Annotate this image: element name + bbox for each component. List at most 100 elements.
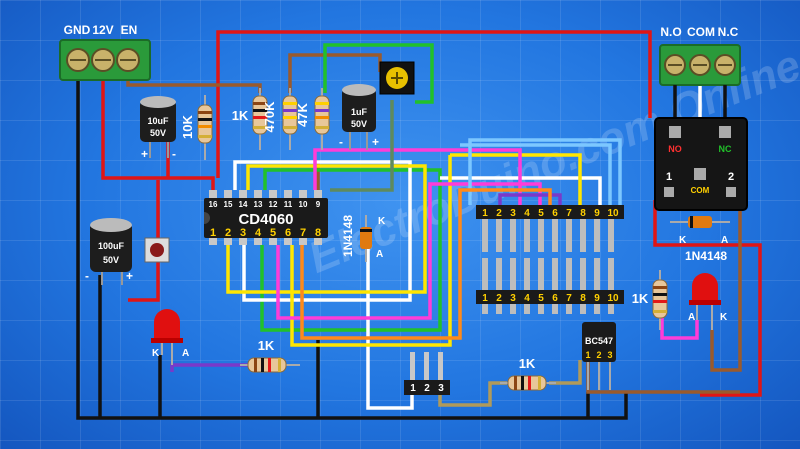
resistor-1k-top: 1K: [232, 88, 268, 150]
h1-pin-9: 9: [594, 208, 600, 219]
h1-pin-5: 5: [538, 208, 544, 219]
header-pin-post: [538, 304, 544, 314]
d2-k: K: [679, 235, 687, 246]
ic-pin-13: 13: [254, 200, 263, 209]
resistor-47k: 47K: [295, 88, 330, 150]
resistor-1k-right: 1K: [632, 270, 668, 330]
ic-pin-16: 16: [209, 200, 218, 209]
ic-pin-5: 5: [270, 227, 276, 239]
header-pin-posts: [482, 219, 614, 314]
d2-a: A: [721, 235, 728, 246]
ic-name: CD4060: [238, 211, 293, 228]
capacitor-10uf: 10uF 50V + -: [140, 96, 176, 161]
push-button: [144, 237, 170, 263]
relay-coil-1: 1: [666, 171, 672, 183]
header-pin-post: [552, 304, 558, 314]
header-pin-post: [524, 304, 530, 314]
12v-label: 12V: [92, 23, 113, 37]
header-pin-post: [580, 219, 586, 252]
resistor-10k: 10K: [180, 95, 213, 160]
header-pin-post: [524, 219, 530, 252]
h1-pin-2: 2: [496, 208, 502, 219]
h2-pin-3: 3: [510, 293, 516, 304]
pin-header-row2: 1 2 3 4 5 6 7 8 9 10: [476, 290, 624, 304]
ic-pin-7: 7: [300, 227, 306, 239]
resistor-470k: 470K: [262, 88, 298, 150]
c2-value: 1uF: [351, 107, 368, 117]
h1-pin-4: 4: [524, 208, 530, 219]
ic-pin-9: 9: [316, 200, 321, 209]
header-pin-post: [496, 304, 502, 314]
header-pin-post: [510, 304, 516, 314]
relay-com-pin: COM: [691, 186, 710, 195]
led1-k: K: [152, 348, 160, 359]
gnd-label: GND: [64, 23, 91, 37]
resistor-1k-led: 1K: [240, 338, 300, 373]
header-pin-post: [594, 304, 600, 314]
h2-pin-1: 1: [482, 293, 488, 304]
led-left: K A: [151, 309, 189, 365]
power-terminal-block: GND 12V EN: [59, 23, 151, 81]
r470k-label: 470K: [262, 101, 277, 133]
header-pin-post: [580, 304, 586, 314]
sel-pin-2: 2: [424, 383, 430, 394]
h2-pin-8: 8: [580, 293, 586, 304]
nc-label: N.C: [718, 25, 739, 39]
header-pin-post: [566, 304, 572, 314]
h2-pin-10: 10: [607, 293, 619, 304]
h1-pin-7: 7: [566, 208, 572, 219]
cd4060-ic: CD4060 16 15 14 13 12 11 10 9 1 2 3 4 5 …: [204, 190, 328, 245]
d1-k: K: [378, 216, 386, 227]
ic-pin-8: 8: [315, 227, 321, 239]
c3-voltage: 50V: [103, 255, 119, 265]
d2-name: 1N4148: [685, 249, 727, 263]
h2-pin-7: 7: [566, 293, 572, 304]
bc547-label: BC547: [585, 336, 613, 346]
r1k-bc547-label: 1K: [519, 356, 536, 371]
header-pin-post: [608, 304, 614, 314]
ic-pin-15: 15: [224, 200, 233, 209]
sel-pin-1: 1: [410, 383, 416, 394]
relay-nc-pin: NC: [719, 144, 732, 154]
h2-pin-4: 4: [524, 293, 530, 304]
c2-voltage: 50V: [351, 119, 367, 129]
ic-pin-2: 2: [225, 227, 231, 239]
no-label: N.O: [660, 25, 681, 39]
header-pin-post: [566, 219, 572, 252]
h1-pin-10: 10: [607, 208, 619, 219]
c1-voltage: 50V: [150, 128, 166, 138]
bc547-pin-2: 2: [596, 350, 601, 360]
led1-a: A: [182, 348, 189, 359]
ic-pin-10: 10: [299, 200, 308, 209]
header-pin-post: [566, 258, 572, 290]
header-pin-post: [482, 219, 488, 252]
ic-pin-12: 12: [269, 200, 278, 209]
d1-name: 1N4148: [341, 215, 355, 257]
led2-k: K: [720, 312, 728, 323]
r47k-label: 47K: [295, 102, 310, 126]
h2-pin-6: 6: [552, 293, 558, 304]
header-pin-post: [608, 219, 614, 252]
d1-a: A: [376, 249, 383, 260]
ic-pin-4: 4: [255, 227, 262, 239]
ic-pin-3: 3: [240, 227, 246, 239]
r1k-top-label: 1K: [232, 108, 249, 123]
resistor-1k-bc547: 1K: [500, 356, 556, 391]
header-pin-post: [496, 258, 502, 290]
header-pin-post: [552, 219, 558, 252]
header-pin-post: [510, 219, 516, 252]
en-label: EN: [121, 23, 138, 37]
c1-minus: -: [172, 147, 176, 161]
led-right: A K: [688, 273, 728, 330]
header-pin-post: [608, 258, 614, 290]
h2-pin-9: 9: [594, 293, 600, 304]
header-pin-post: [482, 258, 488, 290]
header-pin-post: [552, 258, 558, 290]
relay: NO NC COM 1 2: [654, 117, 748, 211]
com-label: COM: [687, 25, 715, 39]
h1-pin-6: 6: [552, 208, 558, 219]
ic-pin-14: 14: [239, 200, 248, 209]
c3-plus: +: [126, 269, 133, 283]
